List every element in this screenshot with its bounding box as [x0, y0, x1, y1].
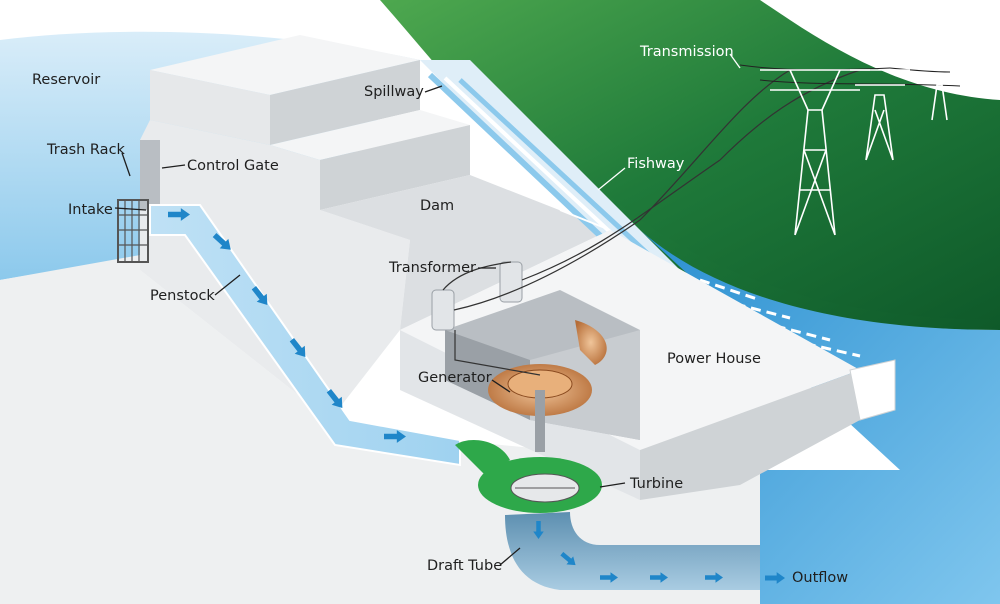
label-intake: Intake [68, 202, 113, 218]
hill-green-main [380, 0, 1000, 320]
transmission-tower-icon [760, 69, 960, 236]
label-spillway: Spillway [364, 84, 424, 100]
label-draft-tube: Draft Tube [427, 558, 502, 574]
label-transmission: Transmission [639, 44, 734, 60]
draft-tube [505, 512, 760, 590]
label-transformer: Transformer [388, 260, 476, 276]
transformer [431, 159, 721, 376]
label-fishway: Fishway [627, 156, 685, 172]
penstock-pipe [149, 204, 461, 467]
intake-structure [117, 140, 160, 263]
labels: Reservoir Trash Rack Control Gate Intake… [32, 44, 848, 586]
turbine [455, 440, 602, 513]
generator [488, 320, 607, 452]
label-outflow: Outflow [792, 570, 848, 586]
label-turbine: Turbine [629, 476, 683, 492]
leader-lines [114, 53, 741, 566]
label-generator: Generator [418, 370, 492, 386]
label-dam: Dam [420, 198, 454, 214]
label-power-house: Power House [667, 351, 761, 367]
river-water [640, 230, 1000, 604]
river-ripples [699, 278, 861, 358]
dam-structure [140, 35, 740, 420]
label-control-gate: Control Gate [187, 158, 279, 174]
transmission-lines [639, 64, 961, 221]
label-trash-rack: Trash Rack [46, 142, 126, 158]
label-reservoir: Reservoir [32, 72, 100, 88]
label-penstock: Penstock [150, 288, 215, 304]
